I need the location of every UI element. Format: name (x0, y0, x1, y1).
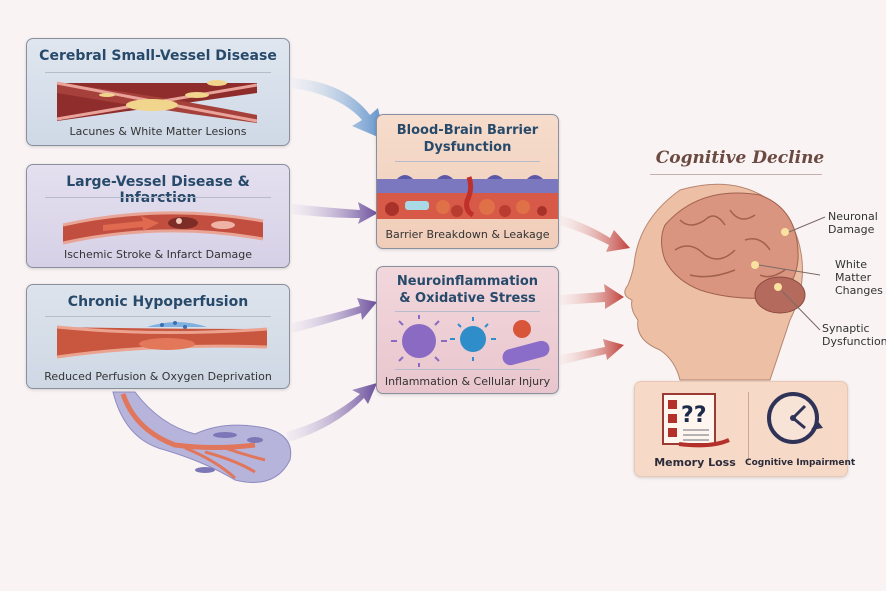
inflammatory-cells-illustration (391, 315, 550, 367)
divider (395, 311, 540, 312)
panel-title-line2: & Oxidative Stress (399, 291, 536, 306)
panel-title-line1: Neuroinflammation (396, 274, 539, 289)
panel-caption: Reduced Perfusion & Oxygen Deprivation (44, 370, 272, 383)
arrow-tissue-to-neuro (286, 383, 377, 442)
panel-chronic-hypoperfusion: Chronic Hypoperfusion Reduced Perfusion … (26, 284, 290, 389)
arrow-neuro-to-brain-upper (560, 284, 624, 309)
arrow-neuro-to-brain-lower (560, 339, 624, 365)
vessel-lesion-illustration (56, 80, 258, 123)
head-brain-illustration (624, 183, 826, 381)
symptom-divider (748, 392, 749, 462)
divider (395, 369, 540, 370)
panel-bbb-dysfunction: Blood-Brain Barrier Dysfunction Barrier … (376, 114, 559, 249)
panel-title-line2: Dysfunction (423, 140, 512, 155)
divider (395, 161, 540, 162)
bbb-breakdown-illustration (377, 175, 558, 219)
label-synaptic-dysfunction: Synaptic Dysfunction (822, 322, 886, 348)
outcome-title-rule (650, 174, 822, 175)
panel-large-vessel-disease: Large-Vessel Disease & Infarction Ischem… (26, 164, 290, 268)
panel-neuroinflammation: Neuroinflammation & Oxidative Stress Inf… (376, 266, 559, 394)
symptom-memory-loss: Memory Loss (654, 456, 736, 469)
arrow-small-vessel-to-bbb (292, 78, 385, 140)
vessel-hypoperfusion-illustration (56, 321, 268, 359)
panel-caption: Inflammation & Cellular Injury (384, 375, 551, 388)
marker-white-matter (751, 261, 759, 269)
symptom-cognitive-impairment: Cognitive Impairment (745, 458, 856, 468)
panel-title: Large-Vessel Disease & Infarction (66, 174, 250, 206)
panel-title: Cerebral Small-Vessel Disease (39, 48, 277, 64)
arrow-bbb-to-brain (560, 215, 630, 252)
panel-title-line1: Blood-Brain Barrier (396, 123, 539, 138)
svg-text:??: ?? (681, 403, 707, 428)
outcome-title: Cognitive Decline (655, 148, 825, 168)
label-neuronal-damage: Neuronal Damage (828, 210, 878, 236)
divider (45, 197, 271, 198)
divider (45, 72, 271, 73)
symptoms-box: ?? Memory Loss Cognitive Impairment (634, 381, 856, 477)
marker-neuronal-damage (781, 228, 789, 236)
arrow-large-vessel-to-bbb (292, 202, 378, 224)
panel-caption: Lacunes & White Matter Lesions (69, 125, 247, 138)
label-white-matter-changes: White Matter Changes (835, 258, 883, 297)
panel-caption: Barrier Breakdown & Leakage (385, 228, 550, 241)
brain-tissue-vessel-illustration (112, 391, 292, 483)
panel-title: Chronic Hypoperfusion (67, 294, 249, 310)
marker-synaptic (774, 283, 782, 291)
clock-icon (767, 392, 823, 444)
checklist-question-icon: ?? (662, 393, 730, 448)
divider (45, 316, 271, 317)
panel-caption: Ischemic Stroke & Infarct Damage (63, 248, 253, 261)
arrow-hypoperfusion-to-neuro (292, 298, 377, 333)
vessel-infarct-illustration (62, 211, 264, 245)
panel-small-vessel-disease: Cerebral Small-Vessel Disease Lacunes & … (26, 38, 290, 146)
